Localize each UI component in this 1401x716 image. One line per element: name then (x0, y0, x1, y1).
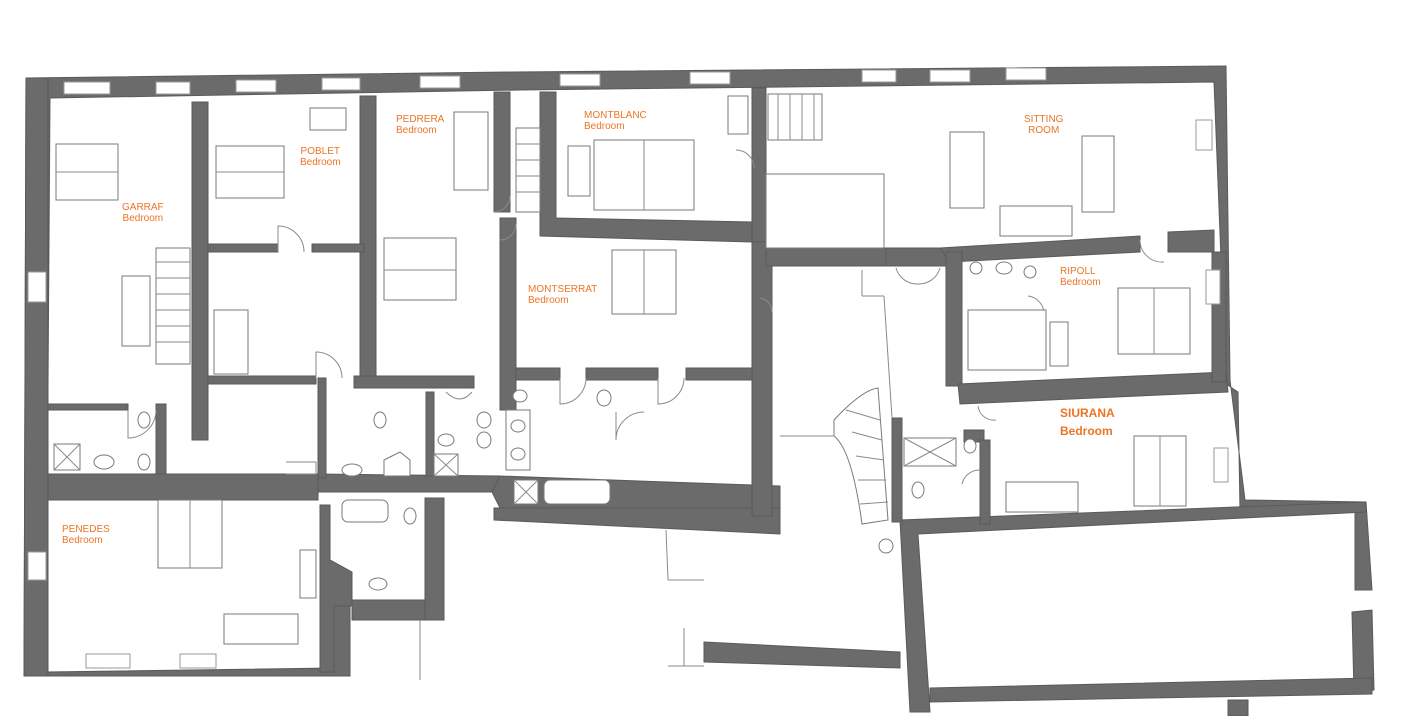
room-name: SIURANA (1060, 406, 1115, 420)
outer-walls (23, 65, 1375, 716)
room-type: Bedroom (62, 535, 103, 546)
room-name: RIPOLL (1060, 266, 1096, 277)
doors (127, 149, 1165, 485)
windows (27, 67, 1229, 669)
room-label-sitting-room: SITTING ROOM (1024, 114, 1063, 136)
room-type: Bedroom (122, 213, 164, 224)
room-label-pedrera: PEDRERA Bedroom (396, 114, 444, 136)
room-label-garraf: GARRAF Bedroom (122, 202, 164, 224)
room-type: Bedroom (396, 125, 437, 136)
interior-lines (309, 95, 1069, 680)
sofas (121, 111, 1115, 645)
room-name: GARRAF (122, 202, 164, 213)
room-label-penedes: PENEDES Bedroom (62, 524, 110, 546)
bathroom-fixtures (53, 232, 1043, 591)
room-type: Bedroom (300, 157, 341, 168)
room-label-ripoll: RIPOLL Bedroom (1060, 266, 1101, 288)
room-type: Bedroom (1060, 277, 1101, 288)
beds (55, 139, 1191, 569)
room-name: SITTING (1024, 114, 1064, 125)
room-type: ROOM (1028, 125, 1060, 136)
room-label-poblet: POBLET Bedroom (300, 146, 341, 168)
room-type: Bedroom (1060, 424, 1113, 438)
room-name: PEDRERA (396, 114, 445, 125)
room-label-siurana: SIURANA Bedroom (1060, 404, 1115, 440)
room-label-montblanc: MONTBLANC Bedroom (584, 110, 647, 132)
room-type: Bedroom (528, 295, 569, 306)
room-name: MONTSERRAT (528, 284, 598, 295)
room-name: MONTBLANC (584, 110, 647, 121)
stairs (155, 93, 894, 554)
room-label-montserrat: MONTSERRAT Bedroom (528, 284, 597, 306)
room-name: POBLET (300, 146, 341, 157)
room-type: Bedroom (584, 121, 625, 132)
room-name: PENEDES (62, 524, 110, 535)
